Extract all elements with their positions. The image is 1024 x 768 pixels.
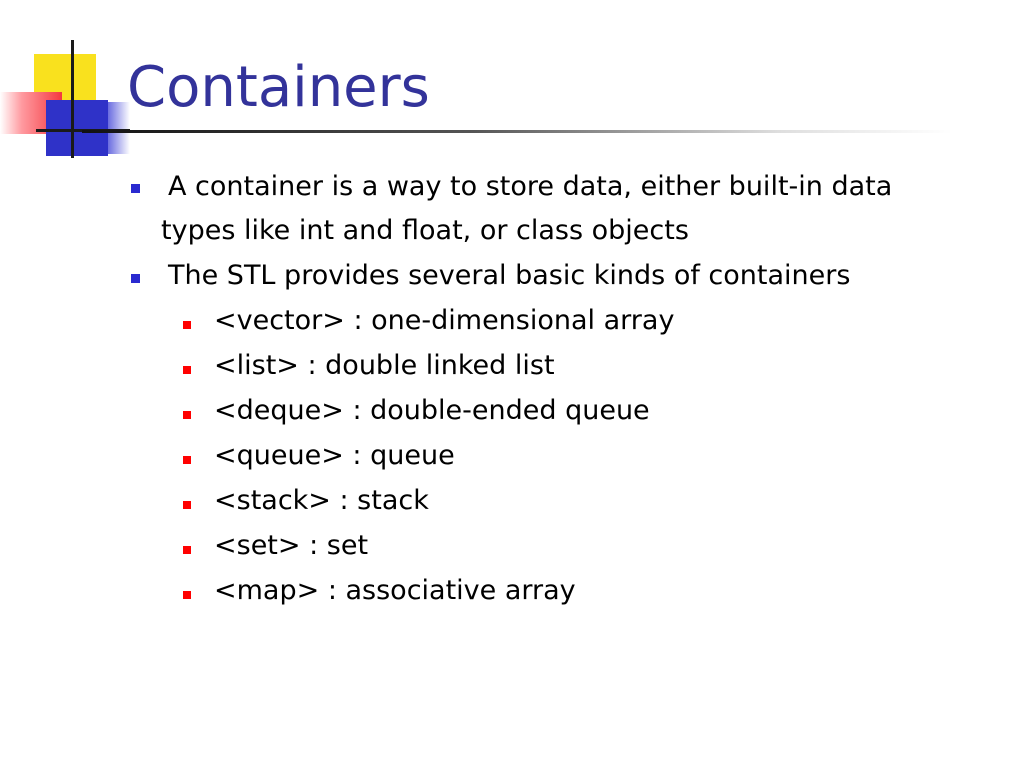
bullet-square-icon [131, 274, 140, 283]
title-divider [82, 130, 952, 133]
sub-bullet-square-icon [183, 321, 191, 329]
sub-bullet-square-icon [183, 501, 191, 509]
sub-bullet-square-icon [183, 591, 191, 599]
slide-title: Containers [127, 55, 430, 120]
sub-bullet-text: <vector> : one-dimensional array [214, 305, 675, 336]
logo-vertical-line [71, 40, 74, 158]
sub-bullet-text: <queue> : queue [214, 440, 455, 471]
bullet-text-line: types like int and float, or class objec… [161, 215, 689, 246]
corner-logo-graphic [0, 40, 130, 160]
sub-bullet-text: <map> : associative array [214, 575, 576, 606]
bullet-text-line: A container is a way to store data, eith… [168, 171, 893, 202]
sub-bullet-text: <stack> : stack [214, 485, 429, 516]
bullet-text-line: The STL provides several basic kinds of … [168, 260, 851, 291]
logo-blue-fade [108, 102, 130, 154]
logo-blue-square [46, 100, 108, 156]
sub-bullet-text: <set> : set [214, 530, 369, 561]
sub-bullet-square-icon [183, 456, 191, 464]
sub-bullet-square-icon [183, 411, 191, 419]
sub-bullet-square-icon [183, 546, 191, 554]
bullet-square-icon [131, 184, 140, 193]
sub-bullet-square-icon [183, 366, 191, 374]
sub-bullet-text: <list> : double linked list [214, 350, 555, 381]
sub-bullet-text: <deque> : double-ended queue [214, 395, 650, 426]
